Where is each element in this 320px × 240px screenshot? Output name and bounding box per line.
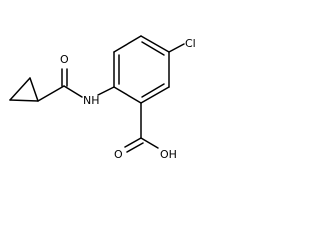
bond-ring-5-inner <box>141 83 165 98</box>
bond-cp-right <box>29 77 39 102</box>
bond-ring-3-inner <box>141 41 165 56</box>
bond-carbonyl-n <box>63 85 83 98</box>
atom-label-oxygen-amide: O <box>60 53 69 66</box>
bond-ring-5 <box>140 86 170 104</box>
bond-ring-6 <box>113 86 142 104</box>
bond-ring-2 <box>113 35 142 53</box>
structure-canvas: O NH Cl O OH <box>9 35 196 161</box>
bond-n-ring <box>97 86 115 96</box>
bond-cp-carbonyl <box>37 85 65 102</box>
benzene-ring <box>113 35 170 104</box>
cyclopropyl-ring <box>9 77 39 102</box>
bond-cp-bottom <box>9 99 39 102</box>
bond-ring-3 <box>140 35 170 53</box>
amide-carbonyl <box>61 68 68 87</box>
bond-ring-cl <box>168 43 185 53</box>
bond-cooh-double-a <box>124 137 142 148</box>
bond-cooh-double-b <box>126 142 144 153</box>
atom-label-chlorine: Cl <box>185 37 196 50</box>
bond-cooh-single <box>140 137 159 149</box>
atom-label-hydroxyl: OH <box>160 148 177 161</box>
carboxyl-carbonyl <box>124 137 144 153</box>
bond-cp-top <box>9 77 31 101</box>
atom-label-nh: NH <box>83 94 100 107</box>
atom-label-oxygen-carbonyl: O <box>114 148 123 161</box>
